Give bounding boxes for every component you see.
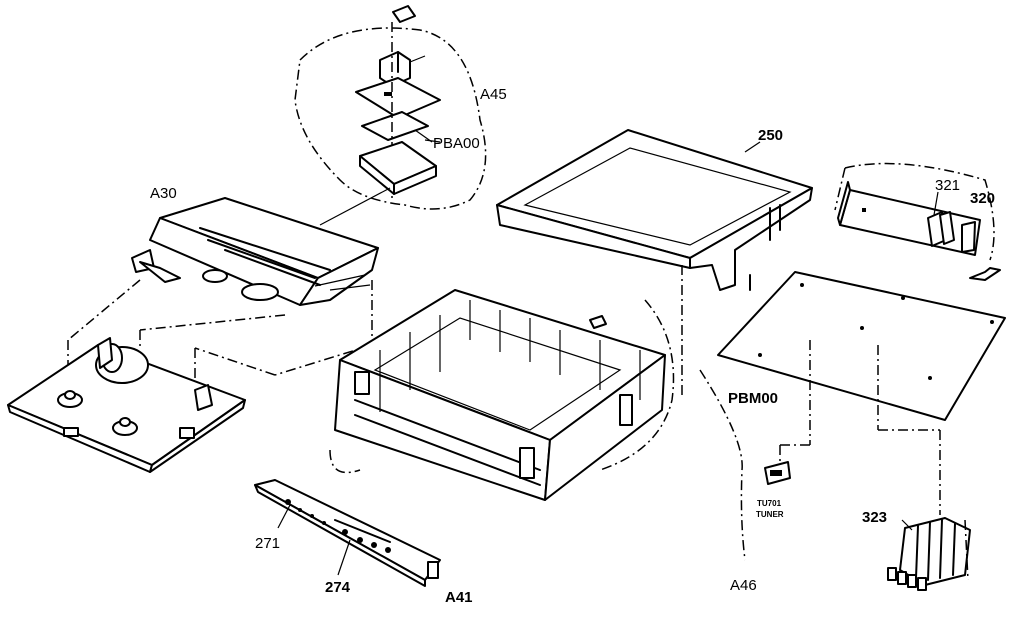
label-274: 274 [325,579,351,596]
leader-274 [337,539,351,576]
leader-321 [933,191,939,216]
leader-250 [744,141,761,153]
chassis [334,289,666,501]
bracket-320 [834,162,1001,281]
label-a45: A45 [480,86,507,103]
board-pbm00 [717,271,1006,421]
label-321: 321 [935,177,960,194]
label-a30: A30 [150,185,177,202]
label-250: 250 [758,127,783,144]
label-323: 323 [862,509,887,526]
a45-assembly [294,5,487,210]
label-tu701: TU701 [757,499,782,508]
terminals-323 [887,517,971,591]
tuner-tu701 [764,461,791,485]
label-pba00: PBA00 [433,135,480,152]
label-a46: A46 [730,577,757,594]
label-271: 271 [255,535,280,552]
label-pbm00: PBM00 [728,390,778,407]
label-a41: A41 [445,589,473,606]
front-panel-a41 [254,479,441,587]
leader-271 [277,504,291,529]
leader-323 [901,519,913,531]
base-plate [7,337,246,473]
leader-pba00 [424,139,441,143]
label-tuner: TUNER [756,510,784,519]
a30-mechanism [131,187,391,306]
label-320: 320 [970,190,995,207]
top-cover-250 [496,129,813,291]
